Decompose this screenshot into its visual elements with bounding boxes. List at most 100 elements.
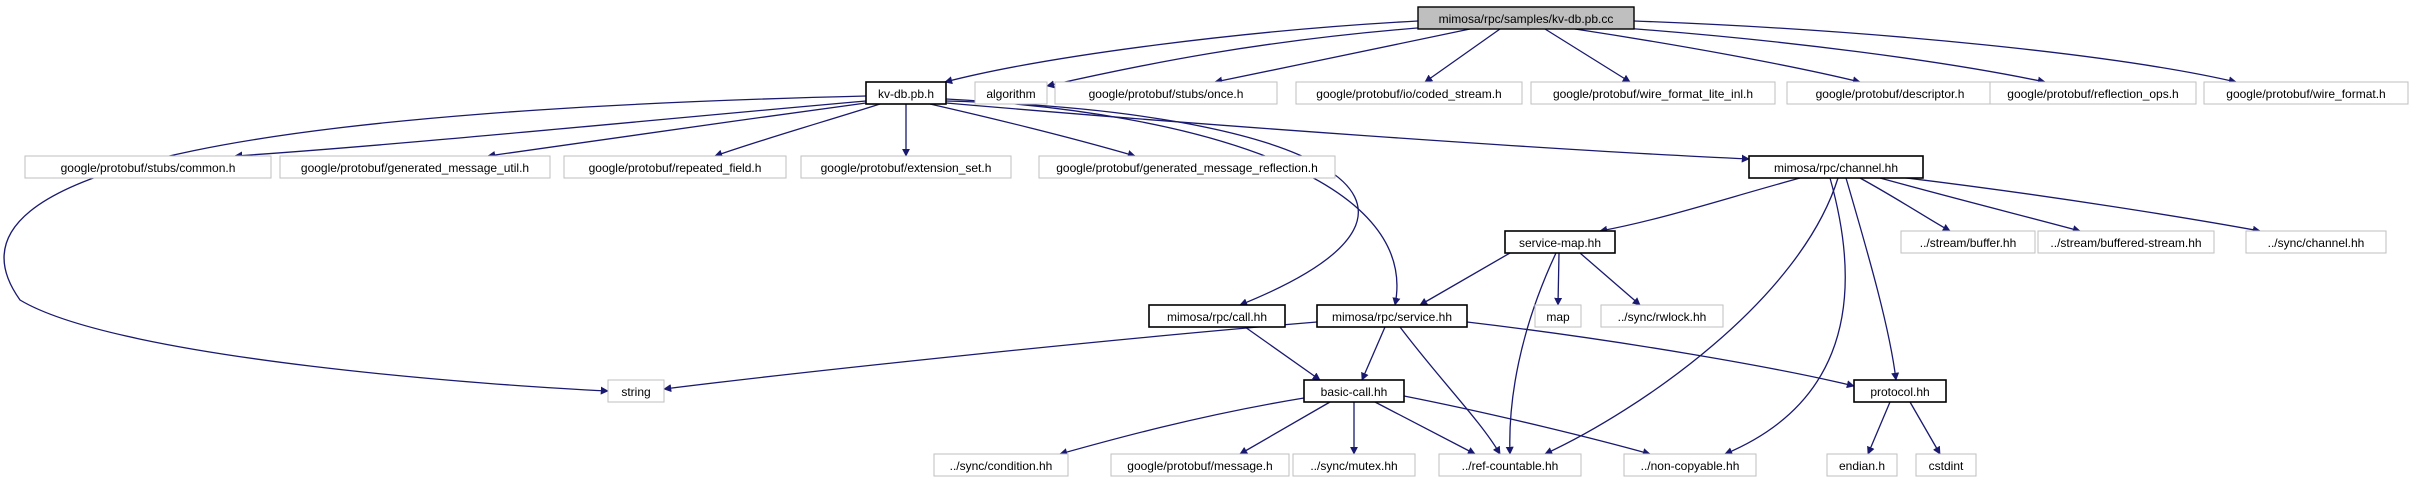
node-wfli: google/protobuf/wire_format_lite_inl.h	[1530, 81, 1776, 105]
edge-kvdb-to-call	[945, 100, 1359, 307]
node-label-rwlock: ../sync/rwlock.hh	[1618, 310, 1707, 324]
node-service[interactable]: mimosa/rpc/service.hh	[1316, 304, 1468, 328]
node-once: google/protobuf/stubs/once.h	[1054, 81, 1278, 105]
node-box-refc	[1438, 453, 1582, 477]
node-rf: google/protobuf/repeated_field.h	[563, 155, 787, 179]
node-ext: google/protobuf/extension_set.h	[800, 155, 1012, 179]
node-box-channel	[1748, 155, 1924, 179]
node-label-desc: google/protobuf/descriptor.h	[1816, 87, 1965, 101]
node-box-mutex	[1292, 453, 1416, 477]
edge-channel-to-bstream	[1879, 177, 2081, 233]
node-protocol[interactable]: protocol.hh	[1853, 379, 1947, 403]
edge-basic-to-message	[1239, 401, 1331, 455]
edge-call-to-basic	[1244, 326, 1321, 381]
node-label-buffer: ../stream/buffer.hh	[1920, 236, 2017, 250]
node-label-schannel: ../sync/channel.hh	[2268, 236, 2365, 250]
edge-smap-to-refc	[1505, 252, 1557, 455]
node-box-refl	[1989, 81, 2197, 105]
node-coded: google/protobuf/io/coded_stream.h	[1295, 81, 1523, 105]
node-channel[interactable]: mimosa/rpc/channel.hh	[1748, 155, 1924, 179]
node-label-ext: google/protobuf/extension_set.h	[821, 161, 992, 175]
edge-channel-to-schannel	[1889, 175, 2261, 234]
node-box-basic	[1303, 379, 1405, 403]
node-label-once: google/protobuf/stubs/once.h	[1089, 87, 1244, 101]
node-label-endian: endian.h	[1839, 459, 1885, 473]
node-box-string	[607, 379, 665, 403]
edge-protocol-to-cstdint	[1909, 401, 1941, 455]
node-label-refc: ../ref-countable.hh	[1462, 459, 1559, 473]
node-buffer: ../stream/buffer.hh	[1900, 230, 2036, 254]
edge-kvdb-to-gmr	[929, 103, 1136, 158]
node-box-algorithm	[974, 81, 1048, 105]
node-desc: google/protobuf/descriptor.h	[1786, 81, 1994, 105]
node-label-string: string	[621, 385, 650, 399]
node-label-refl: google/protobuf/reflection_ops.h	[2007, 87, 2178, 101]
node-box-protocol	[1853, 379, 1947, 403]
node-box-gmr	[1038, 155, 1336, 179]
node-label-call: mimosa/rpc/call.hh	[1167, 310, 1267, 324]
node-label-algorithm: algorithm	[986, 87, 1035, 101]
node-label-protocol: protocol.hh	[1870, 385, 1929, 399]
node-box-noncopy	[1623, 453, 1757, 477]
file-nodes: mimosa/rpc/samples/kv-db.pb.cc kv-db.pb.h…	[24, 6, 2409, 477]
edge-root-to-wf	[1633, 20, 2237, 85]
node-refl: google/protobuf/reflection_ops.h	[1989, 81, 2197, 105]
node-box-wf	[2203, 81, 2409, 105]
node-common: google/protobuf/stubs/common.h	[24, 155, 272, 179]
node-box-gmu	[279, 155, 551, 179]
node-box-common	[24, 155, 272, 179]
node-box-bstream	[2037, 230, 2215, 254]
node-label-wfli: google/protobuf/wire_format_lite_inl.h	[1553, 87, 1753, 101]
node-endian: endian.h	[1826, 453, 1898, 477]
edge-kvdb-to-channel	[945, 102, 1750, 163]
node-box-message	[1110, 453, 1290, 477]
node-call[interactable]: mimosa/rpc/call.hh	[1148, 304, 1286, 328]
node-gmr: google/protobuf/generated_message_reflec…	[1038, 155, 1336, 179]
edge-smap-to-rwlock	[1579, 252, 1641, 306]
node-label-coded: google/protobuf/io/coded_stream.h	[1316, 87, 1501, 101]
node-box-rf	[563, 155, 787, 179]
node-label-basic: basic-call.hh	[1321, 385, 1388, 399]
node-box-once	[1054, 81, 1278, 105]
edge-channel-to-buffer	[1859, 177, 1951, 232]
edge-kvdb-to-service	[945, 98, 1401, 306]
edge-protocol-to-endian	[1867, 401, 1891, 455]
node-gmu: google/protobuf/generated_message_util.h	[279, 155, 551, 179]
node-smap[interactable]: service-map.hh	[1504, 230, 1616, 254]
node-label-rf: google/protobuf/repeated_field.h	[589, 161, 762, 175]
node-label-smap: service-map.hh	[1519, 236, 1601, 250]
node-noncopy: ../non-copyable.hh	[1623, 453, 1757, 477]
edge-smap-to-map	[1554, 252, 1563, 306]
node-basic[interactable]: basic-call.hh	[1303, 379, 1405, 403]
edge-service-to-basic	[1361, 326, 1386, 381]
node-mutex: ../sync/mutex.hh	[1292, 453, 1416, 477]
edge-root-to-refl	[1609, 26, 2046, 85]
node-box-kvdb	[865, 81, 947, 105]
node-label-cstdint: cstdint	[1929, 459, 1964, 473]
node-box-endian	[1826, 453, 1898, 477]
node-map: map	[1534, 304, 1582, 328]
edge-root-to-algorithm	[1046, 26, 1431, 89]
edge-basic-to-refc	[1374, 401, 1476, 455]
node-label-root: mimosa/rpc/samples/kv-db.pb.cc	[1439, 12, 1614, 26]
edge-basic-to-cond	[1059, 397, 1305, 456]
node-label-bstream: ../stream/buffered-stream.hh	[2050, 236, 2201, 250]
node-kvdb[interactable]: kv-db.pb.h	[865, 81, 947, 105]
dependency-edges	[3, 20, 2261, 456]
edge-channel-to-protocol	[1845, 177, 1900, 381]
edge-service-to-protocol	[1466, 321, 1855, 389]
node-label-mutex: ../sync/mutex.hh	[1310, 459, 1397, 473]
node-label-wf: google/protobuf/wire_format.h	[2226, 87, 2385, 101]
node-box-root	[1417, 6, 1635, 30]
node-rwlock: ../sync/rwlock.hh	[1600, 304, 1724, 328]
node-label-map: map	[1546, 310, 1570, 324]
edge-kvdb-to-common	[234, 100, 867, 160]
node-box-service	[1316, 304, 1468, 328]
node-box-ext	[800, 155, 1012, 179]
node-label-channel: mimosa/rpc/channel.hh	[1774, 161, 1898, 175]
node-box-schannel	[2245, 230, 2387, 254]
node-root[interactable]: mimosa/rpc/samples/kv-db.pb.cc	[1417, 6, 1635, 30]
edge-root-to-coded	[1424, 28, 1501, 83]
edge-kvdb-to-gmu	[487, 102, 867, 159]
node-label-gmr: google/protobuf/generated_message_reflec…	[1056, 161, 1318, 175]
